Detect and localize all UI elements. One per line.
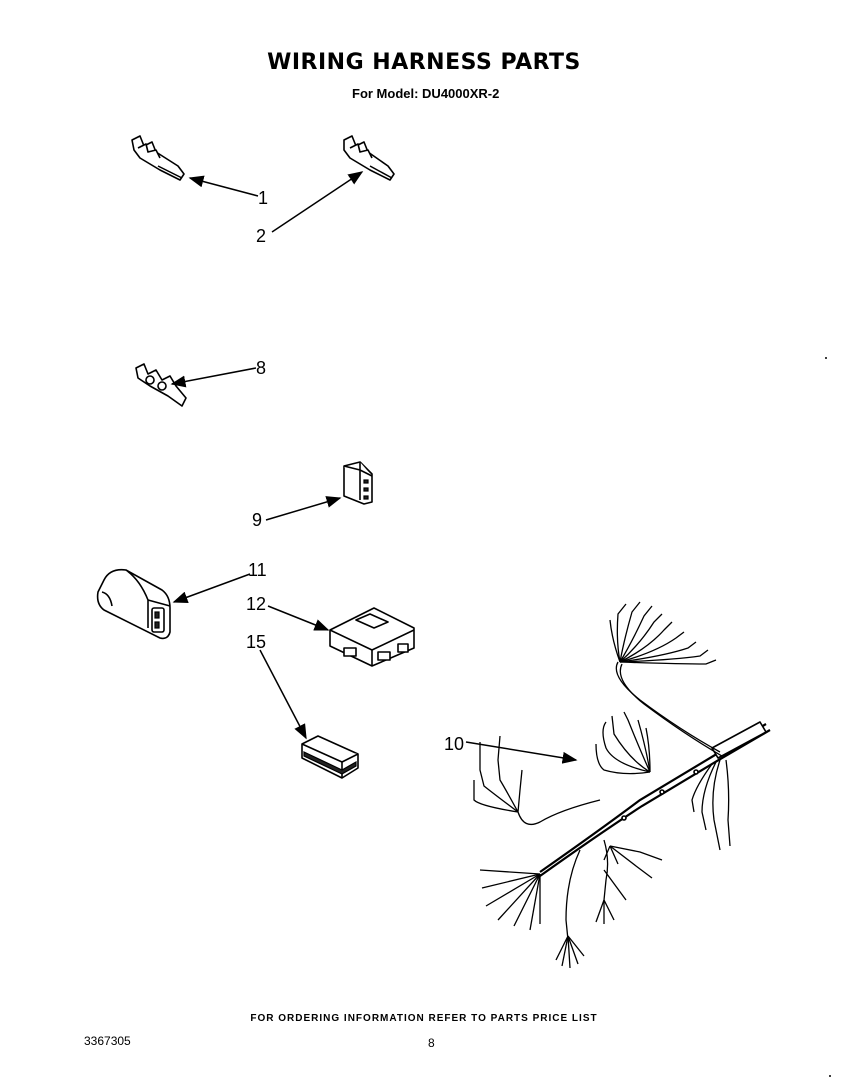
- part-15-block: [301, 735, 359, 779]
- callout-2: 2: [256, 171, 364, 246]
- svg-text:15: 15: [246, 632, 266, 652]
- callout-12: 12: [246, 594, 330, 631]
- svg-text:12: 12: [246, 594, 266, 614]
- page-number: 8: [428, 1036, 435, 1050]
- model-line: For Model: DU4000XR-2: [352, 86, 500, 101]
- callout-10: 10: [444, 734, 578, 764]
- callout-9: 9: [252, 496, 342, 530]
- svg-text:11: 11: [248, 560, 267, 580]
- speck-1: [825, 357, 827, 359]
- document-number: 3367305: [84, 1034, 131, 1048]
- ordering-note: FOR ORDERING INFORMATION REFER TO PARTS …: [250, 1013, 598, 1024]
- callout-11: 11: [172, 560, 267, 603]
- svg-text:2: 2: [256, 226, 266, 246]
- part-10-wiring-harness: [473, 601, 771, 969]
- callout-8: 8: [170, 358, 266, 388]
- svg-text:10: 10: [444, 734, 464, 754]
- part-2-terminal: [343, 135, 395, 181]
- part-9-connector: [343, 461, 373, 505]
- callout-15: 15: [246, 632, 307, 740]
- page-title: WIRING HARNESS PARTS: [267, 50, 581, 75]
- speck-2: [829, 1075, 831, 1077]
- part-11-plug-housing: [96, 568, 171, 640]
- part-8-terminal: [135, 363, 187, 407]
- svg-text:9: 9: [252, 510, 262, 530]
- part-1-terminal: [131, 135, 185, 181]
- part-12-terminal-block: [329, 607, 415, 667]
- svg-text:8: 8: [256, 358, 266, 378]
- callout-1: 1: [188, 175, 268, 208]
- svg-text:1: 1: [258, 188, 268, 208]
